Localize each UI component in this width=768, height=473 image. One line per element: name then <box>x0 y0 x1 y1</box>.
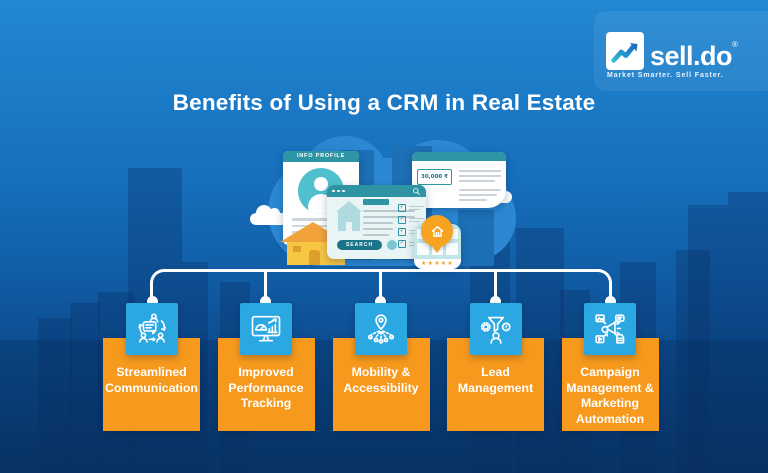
cloud-icon <box>250 205 288 225</box>
selldo-logo: sell.do® Market Smarter. Sell Faster. <box>594 11 768 91</box>
benefit-label: Lead Management <box>457 365 534 395</box>
brand-name: sell.do® <box>650 40 738 71</box>
rating-stars: ★★★★★ <box>414 259 461 269</box>
benefit-box-streamlined-communication: Streamlined Communication <box>103 338 200 431</box>
benefit-label: Mobility & Accessibility <box>343 365 419 395</box>
window-titlebar <box>327 185 426 197</box>
benefit-label: Streamlined Communication <box>105 365 198 395</box>
magnifier-icon <box>413 187 420 195</box>
lead-funnel-icon: ₹ <box>469 303 522 355</box>
registered-mark: ® <box>732 40 738 49</box>
performance-monitor-icon <box>240 303 292 355</box>
price-tag: 30,000 ₹ <box>417 169 452 185</box>
benefit-label: Improved Performance Tracking <box>228 365 304 411</box>
location-pins-icon <box>355 303 407 355</box>
communication-icon <box>126 303 178 355</box>
megaphone-network-icon <box>584 303 636 355</box>
house-pin-icon <box>421 215 453 247</box>
page-title: Benefits of Using a CRM in Real Estate <box>172 90 596 115</box>
brand-tagline: Market Smarter. Sell Faster. <box>607 72 724 79</box>
checkbox-icon: ✓ <box>398 216 424 224</box>
svg-text:₹: ₹ <box>504 325 508 331</box>
benefit-label: Campaign Management & Marketing Automati… <box>566 365 654 426</box>
search-button: SEARCH <box>337 240 382 250</box>
checkbox-icon: ✓ <box>398 204 424 212</box>
growth-arrow-icon <box>606 31 644 70</box>
profile-card-header: INFO PROFILE <box>283 151 359 162</box>
price-listing-card: 30,000 ₹ <box>412 152 506 208</box>
house-icon <box>336 201 362 212</box>
